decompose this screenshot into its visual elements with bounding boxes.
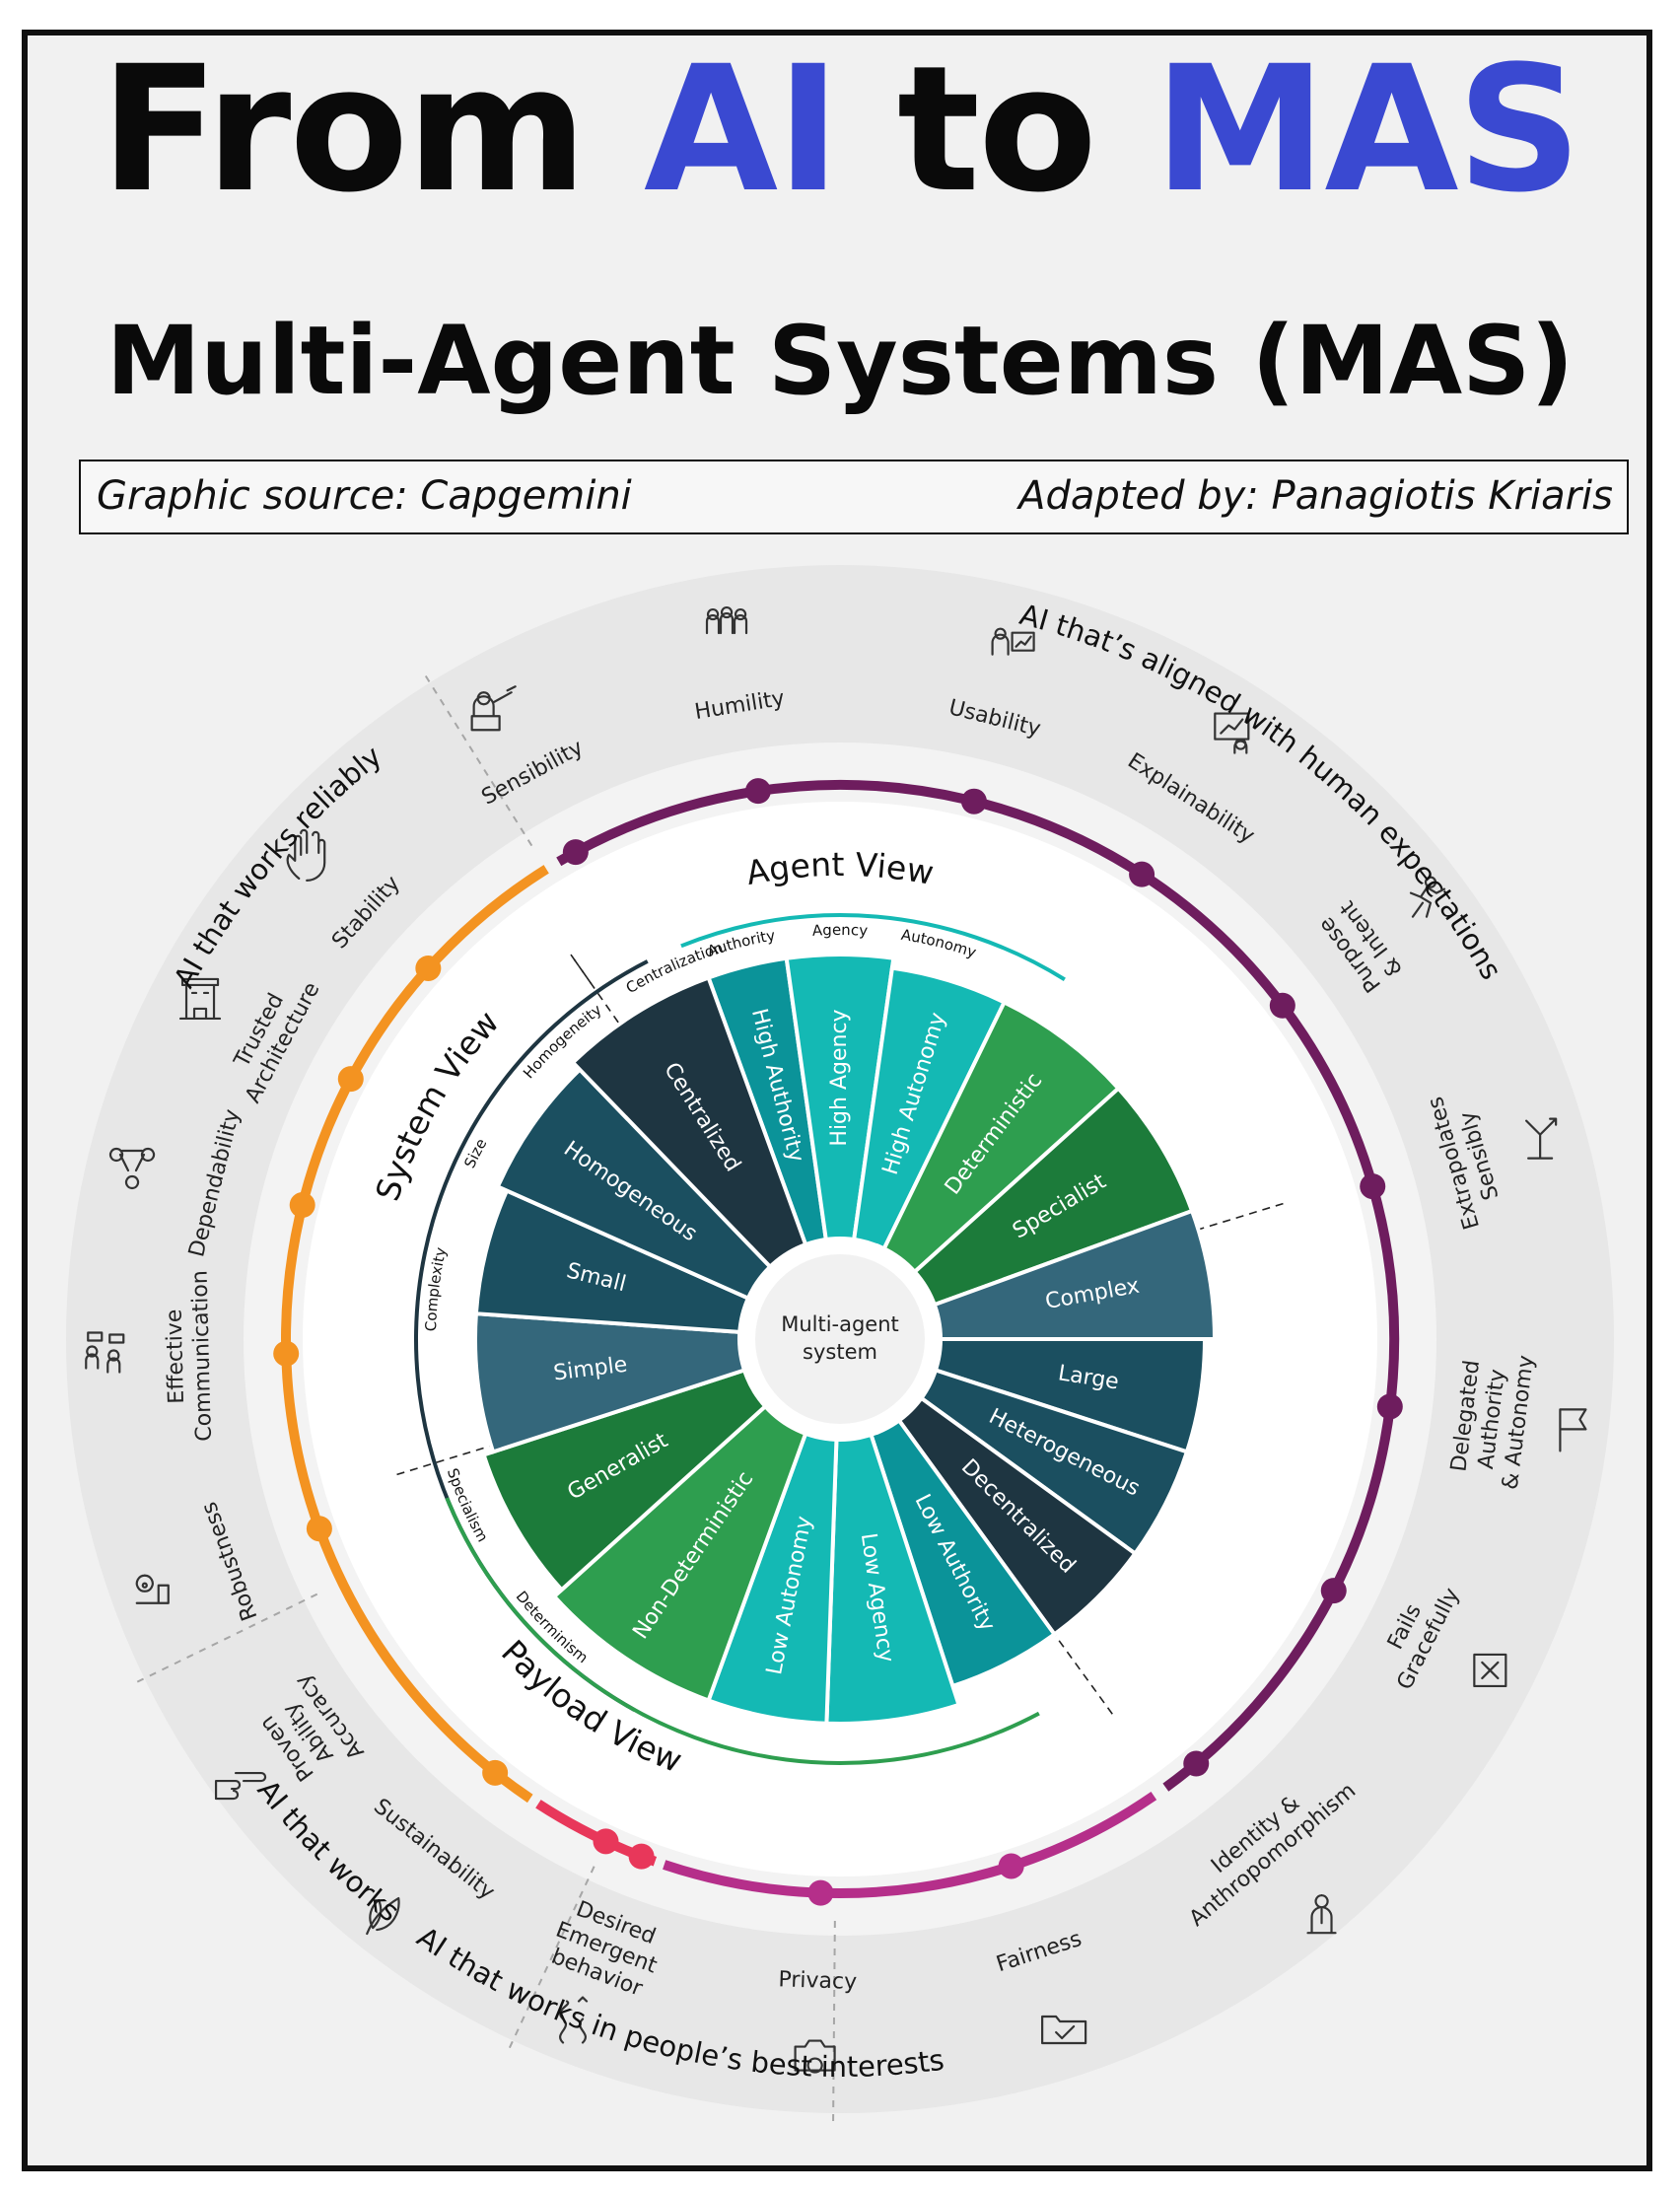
item-dot (337, 1066, 364, 1093)
outer-item-label: Privacy (778, 1967, 857, 1995)
view-divider-line (568, 951, 593, 985)
gear-person-icon (135, 1574, 170, 1604)
user-chart-icon (991, 627, 1035, 656)
agent-view-ring (680, 913, 1066, 982)
svg-text:Privacy: Privacy (778, 1967, 857, 1995)
whiteboard-icon (1214, 712, 1250, 754)
item-dot (1360, 1173, 1386, 1200)
adapted-by: Adapted by: Panagiotis Kriaris (1018, 473, 1613, 519)
item-dot (1183, 1750, 1210, 1777)
hand-icon (286, 828, 326, 882)
building-icon (178, 977, 222, 1021)
check-folder-icon (1041, 2015, 1087, 2045)
item-dot (1129, 861, 1155, 887)
center-label-line1: Multi-agent (781, 1312, 899, 1336)
credits-box: Graphic source: Capgemini Adapted by: Pa… (79, 460, 1629, 534)
error-box-icon (1473, 1653, 1507, 1688)
title-ai: AI (643, 29, 841, 231)
category-divider-line (832, 1920, 836, 2128)
item-dot (415, 955, 442, 981)
person-icon (1306, 1894, 1337, 1935)
item-dot (807, 1879, 834, 1906)
item-dot (482, 1759, 509, 1786)
network-icon (108, 1147, 156, 1189)
item-dot (960, 788, 987, 814)
item-dot (744, 778, 771, 805)
item-dot (998, 1853, 1024, 1879)
svg-text:Effective: Effective (162, 1309, 189, 1404)
item-dot (1376, 1393, 1403, 1420)
main-title: From AI to MAS (100, 29, 1582, 231)
item-dot (562, 839, 589, 866)
title-mas: MAS (1154, 29, 1581, 231)
item-dot (628, 1843, 655, 1870)
item-dot (1269, 992, 1295, 1019)
item-dot (273, 1340, 300, 1367)
reliably-arc (281, 865, 549, 1804)
svg-text:Communication: Communication (187, 1270, 217, 1442)
graphic-source: Graphic source: Capgemini (97, 473, 632, 519)
flag-icon (1559, 1408, 1587, 1452)
camera-icon (794, 2039, 836, 2074)
wedge-label: High Agency (827, 1009, 852, 1146)
item-dot (593, 1828, 619, 1855)
interests-arc (663, 1792, 1157, 1898)
presenter-icon (470, 685, 517, 732)
center-label-line2: system (803, 1340, 877, 1364)
dimension-label-1: Agency (811, 921, 868, 940)
subtitle: Multi-Agent Systems (MAS) (105, 306, 1575, 416)
payload-view-ring (445, 1497, 1040, 1765)
center-circle (755, 1254, 925, 1424)
people-chat-icon (85, 1331, 125, 1374)
branching-arrow-icon (1525, 1117, 1558, 1160)
running-person-icon (1409, 876, 1446, 918)
item-dot (289, 1192, 315, 1219)
item-dot (1320, 1578, 1347, 1604)
squiggle-arrow-icon (559, 1996, 589, 2044)
leaf-icon (366, 1896, 400, 1936)
item-dot (306, 1516, 332, 1542)
team-icon (705, 605, 748, 635)
pointing-hand-icon (214, 1771, 267, 1801)
